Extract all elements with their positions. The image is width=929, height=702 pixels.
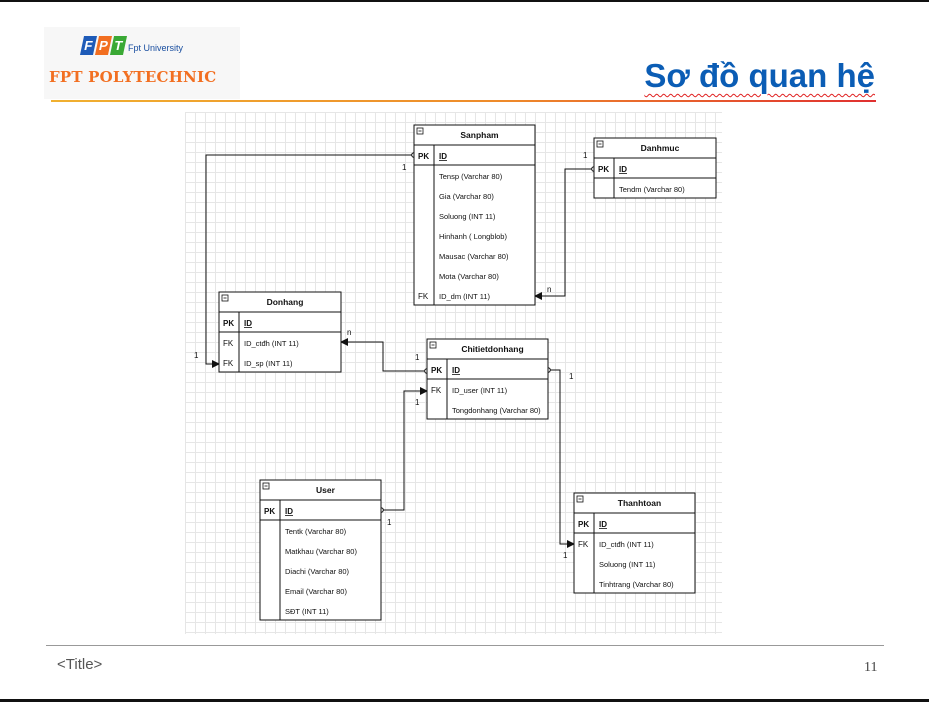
cardinality-label: 1	[583, 151, 588, 160]
brand-name: FPT POLYTECHNIC	[49, 68, 217, 86]
row-field[interactable]: ID	[285, 507, 293, 516]
cardinality-label: n	[547, 285, 551, 294]
slide-bottom-border	[0, 699, 929, 702]
table-title: Danhmuc	[641, 143, 680, 153]
footer-title: <Title>	[57, 656, 103, 673]
cardinality-label: 1	[194, 351, 199, 360]
page-number: 11	[864, 660, 878, 675]
row-key: PK	[578, 520, 589, 529]
row-field[interactable]: ID	[244, 319, 252, 328]
university-label: Fpt University	[128, 43, 184, 53]
table-title: Chitietdonhang	[461, 344, 523, 354]
relationship-lines	[205, 154, 594, 548]
row-key: PK	[418, 152, 429, 161]
row-field[interactable]: Mota (Varchar 80)	[439, 272, 499, 281]
row-field[interactable]: Tinhtrang (Varchar 80)	[599, 580, 674, 589]
row-field[interactable]: SĐT (INT 11)	[285, 607, 329, 616]
row-field[interactable]: ID	[619, 165, 627, 174]
rel-danhmuc-sanpham	[534, 168, 594, 300]
rel-user-chitietdonhang	[381, 387, 428, 511]
row-field[interactable]: Tensp (Varchar 80)	[439, 172, 503, 181]
row-field[interactable]: Diachi (Varchar 80)	[285, 567, 350, 576]
cardinality-label: 1	[415, 398, 420, 407]
table-title: Donhang	[267, 297, 304, 307]
cardinality-label: 1	[563, 551, 568, 560]
row-key: PK	[431, 366, 442, 375]
row-field[interactable]: ID	[452, 366, 460, 375]
logo-area	[44, 27, 240, 99]
row-key: FK	[223, 339, 234, 348]
row-field[interactable]: Soluong (INT 11)	[599, 560, 656, 569]
header-divider	[51, 100, 876, 102]
row-field[interactable]: ID_ctđh (INT 11)	[244, 339, 299, 348]
row-key: FK	[418, 292, 429, 301]
rel-sanpham-donhang	[205, 154, 414, 368]
row-key: PK	[264, 507, 275, 516]
table-title: Thanhtoan	[618, 498, 661, 508]
row-field[interactable]: Gia (Varchar 80)	[439, 192, 494, 201]
row-field[interactable]: ID	[599, 520, 607, 529]
row-field[interactable]: Matkhau (Varchar 80)	[285, 547, 357, 556]
row-key: FK	[431, 386, 442, 395]
row-field[interactable]: ID_sp (INT 11)	[244, 359, 293, 368]
rel-chitietdonhang-thanhtoan	[548, 369, 575, 548]
row-field[interactable]: Hinhanh ( Longblob)	[439, 232, 507, 241]
row-field[interactable]: Tongdonhang (Varchar 80)	[452, 406, 541, 415]
row-field[interactable]: Tentk (Varchar 80)	[285, 527, 347, 536]
row-field[interactable]: ID_user (INT 11)	[452, 386, 508, 395]
row-key: PK	[223, 319, 234, 328]
table-title: User	[316, 485, 336, 495]
row-key: FK	[578, 540, 589, 549]
row-field[interactable]: Mausac (Varchar 80)	[439, 252, 509, 261]
cardinality-label: 1	[387, 518, 392, 527]
table-title: Sanpham	[460, 130, 499, 140]
row-key: PK	[598, 165, 609, 174]
cardinality-label: 1	[402, 163, 407, 172]
row-key: FK	[223, 359, 234, 368]
row-field[interactable]: ID	[439, 152, 447, 161]
row-field[interactable]: Tendm (Varchar 80)	[619, 185, 685, 194]
row-field[interactable]: ID_dm (INT 11)	[439, 292, 490, 301]
row-field[interactable]: Email (Varchar 80)	[285, 587, 347, 596]
slide-title: Sơ đồ quan hệ	[644, 57, 875, 94]
slide-top-border	[0, 0, 929, 2]
rel-chitietdonhang-donhang	[340, 338, 427, 372]
cardinality-label: n	[347, 328, 351, 337]
cardinality-label: 1	[569, 372, 574, 381]
cardinality-label: 1	[415, 353, 420, 362]
row-field[interactable]: ID_ctđh (INT 11)	[599, 540, 654, 549]
footer-divider	[46, 645, 884, 646]
row-field[interactable]: Soluong (INT 11)	[439, 212, 496, 221]
